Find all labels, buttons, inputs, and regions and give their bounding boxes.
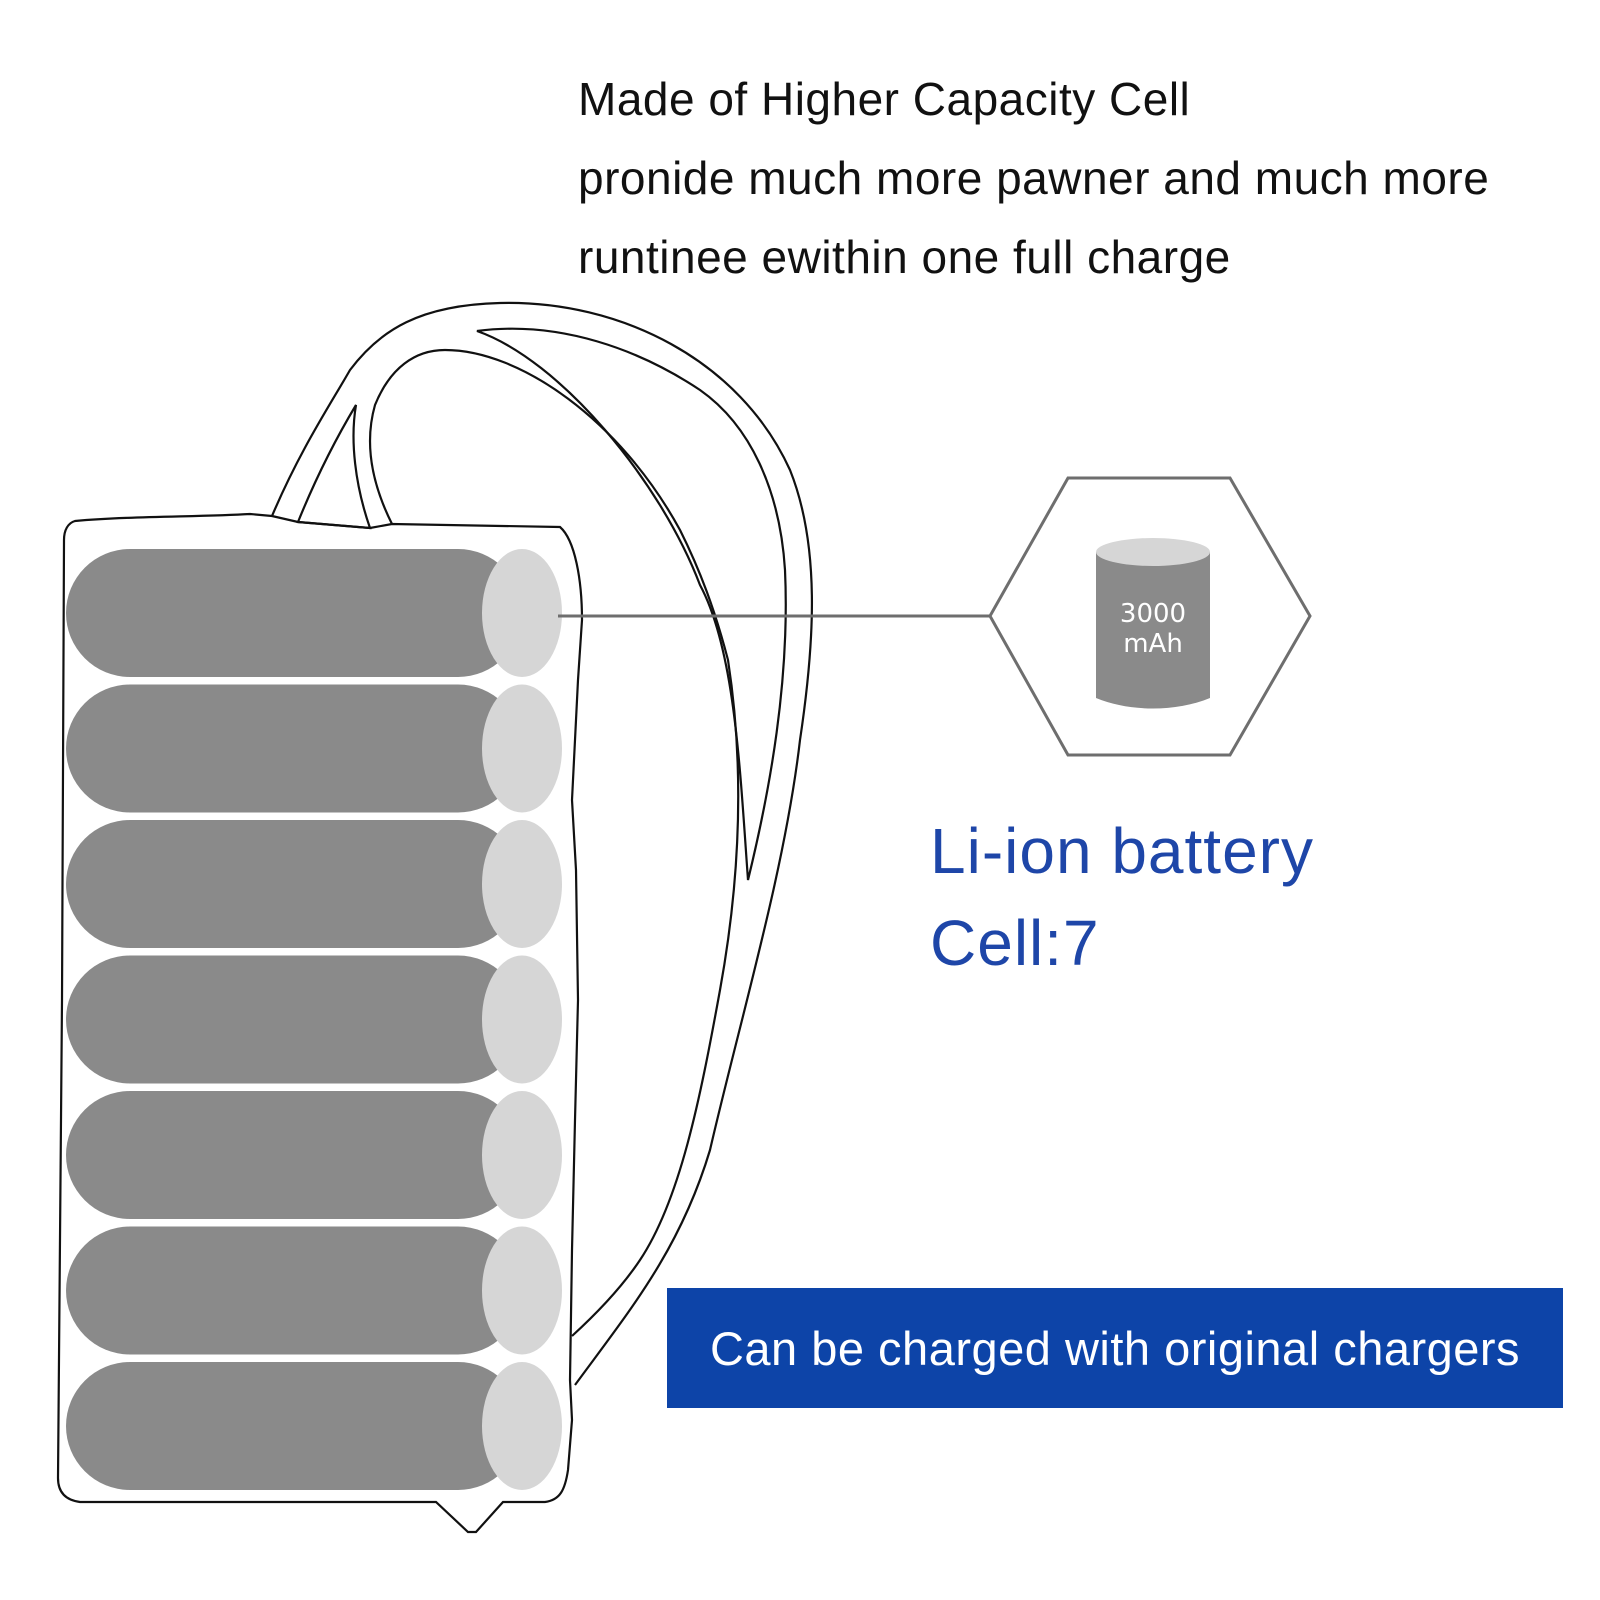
battery-cell [66,820,562,948]
battery-cell [66,1226,562,1355]
headline-line-1: Made of Higher Capacity Cell [578,73,1191,125]
battery-cell-body [66,1362,522,1490]
battery-cell-cap [482,684,562,813]
battery-cell [66,1091,562,1219]
battery-cells [66,549,562,1490]
capacity-value: 3000 [1120,599,1186,629]
pack-handle-outer [270,301,814,1386]
charger-banner: Can be charged with original chargers [709,1321,1521,1375]
battery-cell-body [66,820,522,948]
battery-cell-body [66,955,522,1084]
battery-cell-cap [482,820,562,948]
pack-handle-slot [296,404,372,530]
battery-cell-body [66,1091,522,1219]
battery-cell-body [66,1226,522,1355]
headline-line-2: pronide much more pawner and much more [578,152,1490,204]
banner-background [667,1288,1563,1408]
pack-handle-inner [368,348,740,1337]
capacity-unit: mAh [1123,629,1183,659]
headline: Made of Higher Capacity Cell pronide muc… [578,60,1588,297]
pack-handle-strap [476,327,787,881]
battery-cell-cap [482,1362,562,1490]
battery-cell [66,1362,562,1490]
battery-cell [66,684,562,813]
cell-count-label: Cell:7 [930,907,1100,979]
hexagon-frame [988,476,1312,757]
capacity-badge: 3000 mAh [988,476,1312,757]
battery-type: Li-ion battery [930,815,1314,887]
battery-cell-cap [482,1226,562,1355]
battery-cell-cap [482,549,562,677]
battery-cell-body [66,549,522,677]
battery-spec: Li-ion battery Cell:7 [930,805,1314,989]
headline-line-3: runtinee ewithin one full charge [578,231,1231,283]
pack-body-outline [56,512,584,1534]
battery-cell [66,549,562,677]
battery-cell [66,955,562,1084]
battery-cell-cap [482,955,562,1084]
battery-cell-body [66,684,522,813]
battery-cell-cap [482,1091,562,1219]
battery-cell-icon [1096,538,1210,709]
